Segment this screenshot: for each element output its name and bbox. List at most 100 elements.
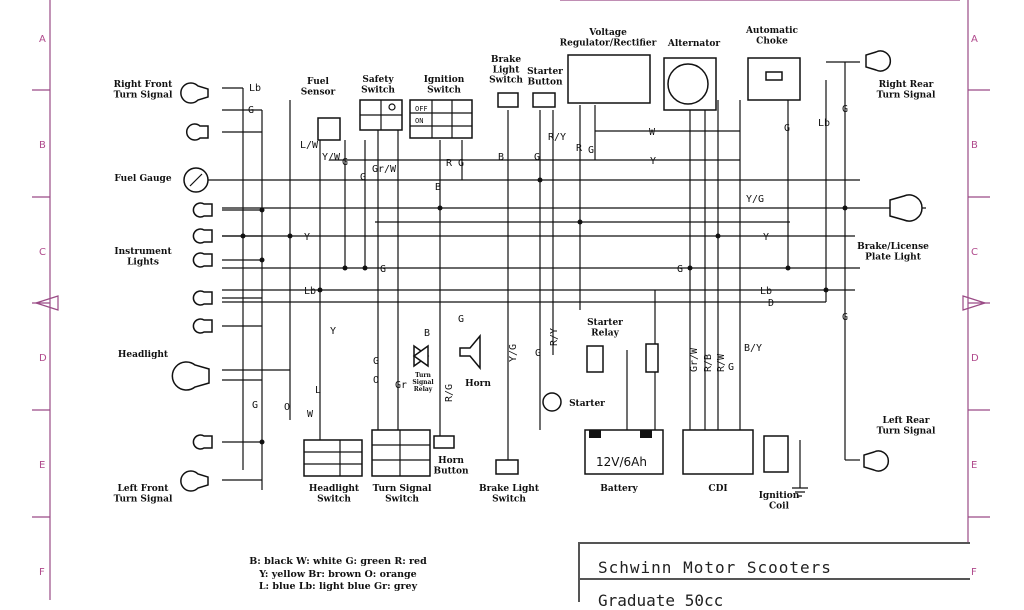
row-letter-right: B xyxy=(971,140,978,151)
row-letter-left: D xyxy=(39,353,47,364)
wire-label: G xyxy=(535,348,541,359)
brake-light-switch-bottom xyxy=(495,459,519,475)
label-line: Switch xyxy=(489,76,523,86)
wire-label: L/W xyxy=(300,140,319,151)
label-line: Coil xyxy=(769,501,790,511)
starter-motor xyxy=(542,392,562,412)
label-line: Sensor xyxy=(301,87,336,97)
title-block: Schwinn Motor Scooters Graduate 50cc xyxy=(578,542,970,610)
label-line: Button xyxy=(433,466,468,476)
wire-label: G xyxy=(842,312,848,323)
label-starter: Starter xyxy=(569,399,605,409)
label-line: Turn xyxy=(415,372,431,379)
wire-label: Gr xyxy=(395,380,407,391)
label-line: Safety xyxy=(362,75,394,85)
wire-label: W xyxy=(307,409,314,420)
label-line: Turn Signal xyxy=(877,426,936,436)
right-front-turn-signal-indicator xyxy=(185,123,209,141)
label-line: Plate Light xyxy=(865,252,922,262)
wire-label: Y xyxy=(763,232,769,243)
drawing-frame xyxy=(32,0,990,600)
fuse xyxy=(645,343,659,373)
label-line: Right Front xyxy=(114,80,174,90)
wire-label: G xyxy=(784,123,790,134)
label-line: Switch xyxy=(317,494,351,504)
cdi-box xyxy=(682,429,754,475)
label-line: Switch xyxy=(427,85,461,95)
wire-label: Lb xyxy=(304,286,316,297)
wire-label: Y xyxy=(650,156,656,167)
label-horn: Horn xyxy=(465,379,491,389)
ignition-switch xyxy=(409,99,473,139)
wire-label: B/Y xyxy=(744,343,762,354)
headlight-switch xyxy=(303,439,363,477)
label-line: Relay xyxy=(414,386,433,393)
junction-dots xyxy=(240,177,848,445)
wire-label: R/G xyxy=(444,384,455,402)
row-letter-right: A xyxy=(971,34,978,45)
label-line: Headlight xyxy=(118,350,169,360)
battery-rating: 12V/6Ah xyxy=(596,455,647,469)
wire-label: G xyxy=(842,104,848,115)
label-line: Turn Signal xyxy=(373,484,432,494)
label-line: Switch xyxy=(492,494,526,504)
label-fuel-gauge: Fuel Gauge xyxy=(114,174,171,184)
wire-label: Y/W xyxy=(322,152,341,163)
label-line: Light xyxy=(493,65,521,75)
wire-label: R xyxy=(446,158,453,169)
voltage-regulator xyxy=(567,54,651,104)
wire-label: G xyxy=(380,264,386,275)
wire-label: G xyxy=(373,356,379,367)
wire-label: Lb xyxy=(760,286,772,297)
beam-indicator-lamp xyxy=(192,290,213,306)
row-letter-left: B xyxy=(39,140,46,151)
label-line: Brake xyxy=(491,55,521,65)
label-line: Voltage xyxy=(588,28,627,38)
wire-label: G xyxy=(248,105,254,116)
wire-label: Lb xyxy=(818,118,830,129)
label-line: Brake/License xyxy=(857,242,929,252)
label-line: Switch xyxy=(361,85,395,95)
wire-label: R/B xyxy=(703,354,714,372)
wire-label: G xyxy=(534,152,540,163)
title-block-divider xyxy=(580,578,970,580)
label-line: Switch xyxy=(385,494,419,504)
label-line: Horn xyxy=(438,456,464,466)
row-letter-right: F xyxy=(971,567,977,578)
wire-label: R/Y xyxy=(549,328,560,346)
left-front-turn-signal-bulb xyxy=(180,470,209,492)
wire-label: O xyxy=(373,375,379,386)
starter-button xyxy=(532,92,556,108)
title-block-model: Graduate 50cc xyxy=(598,591,724,610)
label-line: Starter xyxy=(587,318,623,328)
wire-label: Y/G xyxy=(746,194,764,205)
label-line: Ignition xyxy=(759,491,800,501)
wire-label: G xyxy=(360,172,366,183)
instrument-lamp-1 xyxy=(192,228,213,244)
label-line: Signal xyxy=(412,379,434,386)
label-line: Button xyxy=(527,77,562,87)
wire-label: D xyxy=(768,298,774,309)
wire-label: G xyxy=(342,157,348,168)
label-alternator: Alternator xyxy=(667,39,721,49)
label-line: Ignition xyxy=(424,75,465,85)
wire-label: R xyxy=(576,143,583,154)
brake-light-switch-top xyxy=(497,92,519,108)
wire-label: O xyxy=(284,402,290,413)
wire-label: R/Y xyxy=(548,132,566,143)
row-letter-left: A xyxy=(39,34,46,45)
label-line: Turn Signal xyxy=(114,494,173,504)
label-line: Automatic xyxy=(745,26,799,36)
wire-label: B xyxy=(498,152,504,163)
